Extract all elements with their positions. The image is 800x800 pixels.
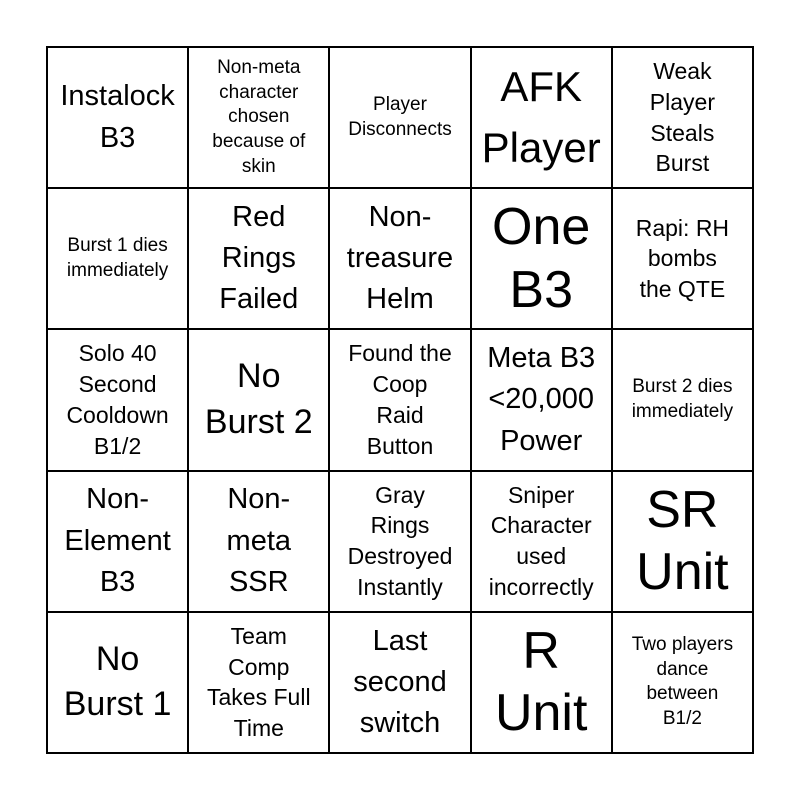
bingo-cell-r5-c1[interactable]: No Burst 1: [47, 611, 189, 753]
bingo-cell-r3-c5[interactable]: Burst 2 dies immediately: [611, 329, 753, 471]
bingo-cell-r4-c2[interactable]: Non- meta SSR: [188, 470, 330, 612]
bingo-cell-r4-c4[interactable]: Sniper Character used incorrectly: [470, 470, 612, 612]
bingo-cell-r1-c1[interactable]: Instalock B3: [47, 47, 189, 189]
bingo-cell-r2-c1[interactable]: Burst 1 dies immediately: [47, 188, 189, 330]
bingo-cell-r3-c2[interactable]: No Burst 2: [188, 329, 330, 471]
bingo-cell-r5-c4[interactable]: R Unit: [470, 611, 612, 753]
bingo-cell-r4-c1[interactable]: Non- Element B3: [47, 470, 189, 612]
bingo-cell-r1-c3[interactable]: Player Disconnects: [329, 47, 471, 189]
bingo-cell-r2-c3[interactable]: Non- treasure Helm: [329, 188, 471, 330]
bingo-cell-r1-c4[interactable]: AFK Player: [470, 47, 612, 189]
bingo-cell-r2-c5[interactable]: Rapi: RH bombs the QTE: [611, 188, 753, 330]
bingo-cell-r3-c4[interactable]: Meta B3 <20,000 Power: [470, 329, 612, 471]
bingo-cell-r4-c3[interactable]: Gray Rings Destroyed Instantly: [329, 470, 471, 612]
bingo-cell-r1-c2[interactable]: Non-meta character chosen because of ski…: [188, 47, 330, 189]
bingo-cell-r2-c2[interactable]: Red Rings Failed: [188, 188, 330, 330]
bingo-cell-r5-c5[interactable]: Two players dance between B1/2: [611, 611, 753, 753]
bingo-cell-r5-c2[interactable]: Team Comp Takes Full Time: [188, 611, 330, 753]
bingo-cell-r2-c4[interactable]: One B3: [470, 188, 612, 330]
bingo-cell-r3-c1[interactable]: Solo 40 Second Cooldown B1/2: [47, 329, 189, 471]
bingo-cell-r5-c3[interactable]: Last second switch: [329, 611, 471, 753]
bingo-cell-r3-c3[interactable]: Found the Coop Raid Button: [329, 329, 471, 471]
bingo-cell-r1-c5[interactable]: Weak Player Steals Burst: [611, 47, 753, 189]
bingo-cell-r4-c5[interactable]: SR Unit: [611, 470, 753, 612]
